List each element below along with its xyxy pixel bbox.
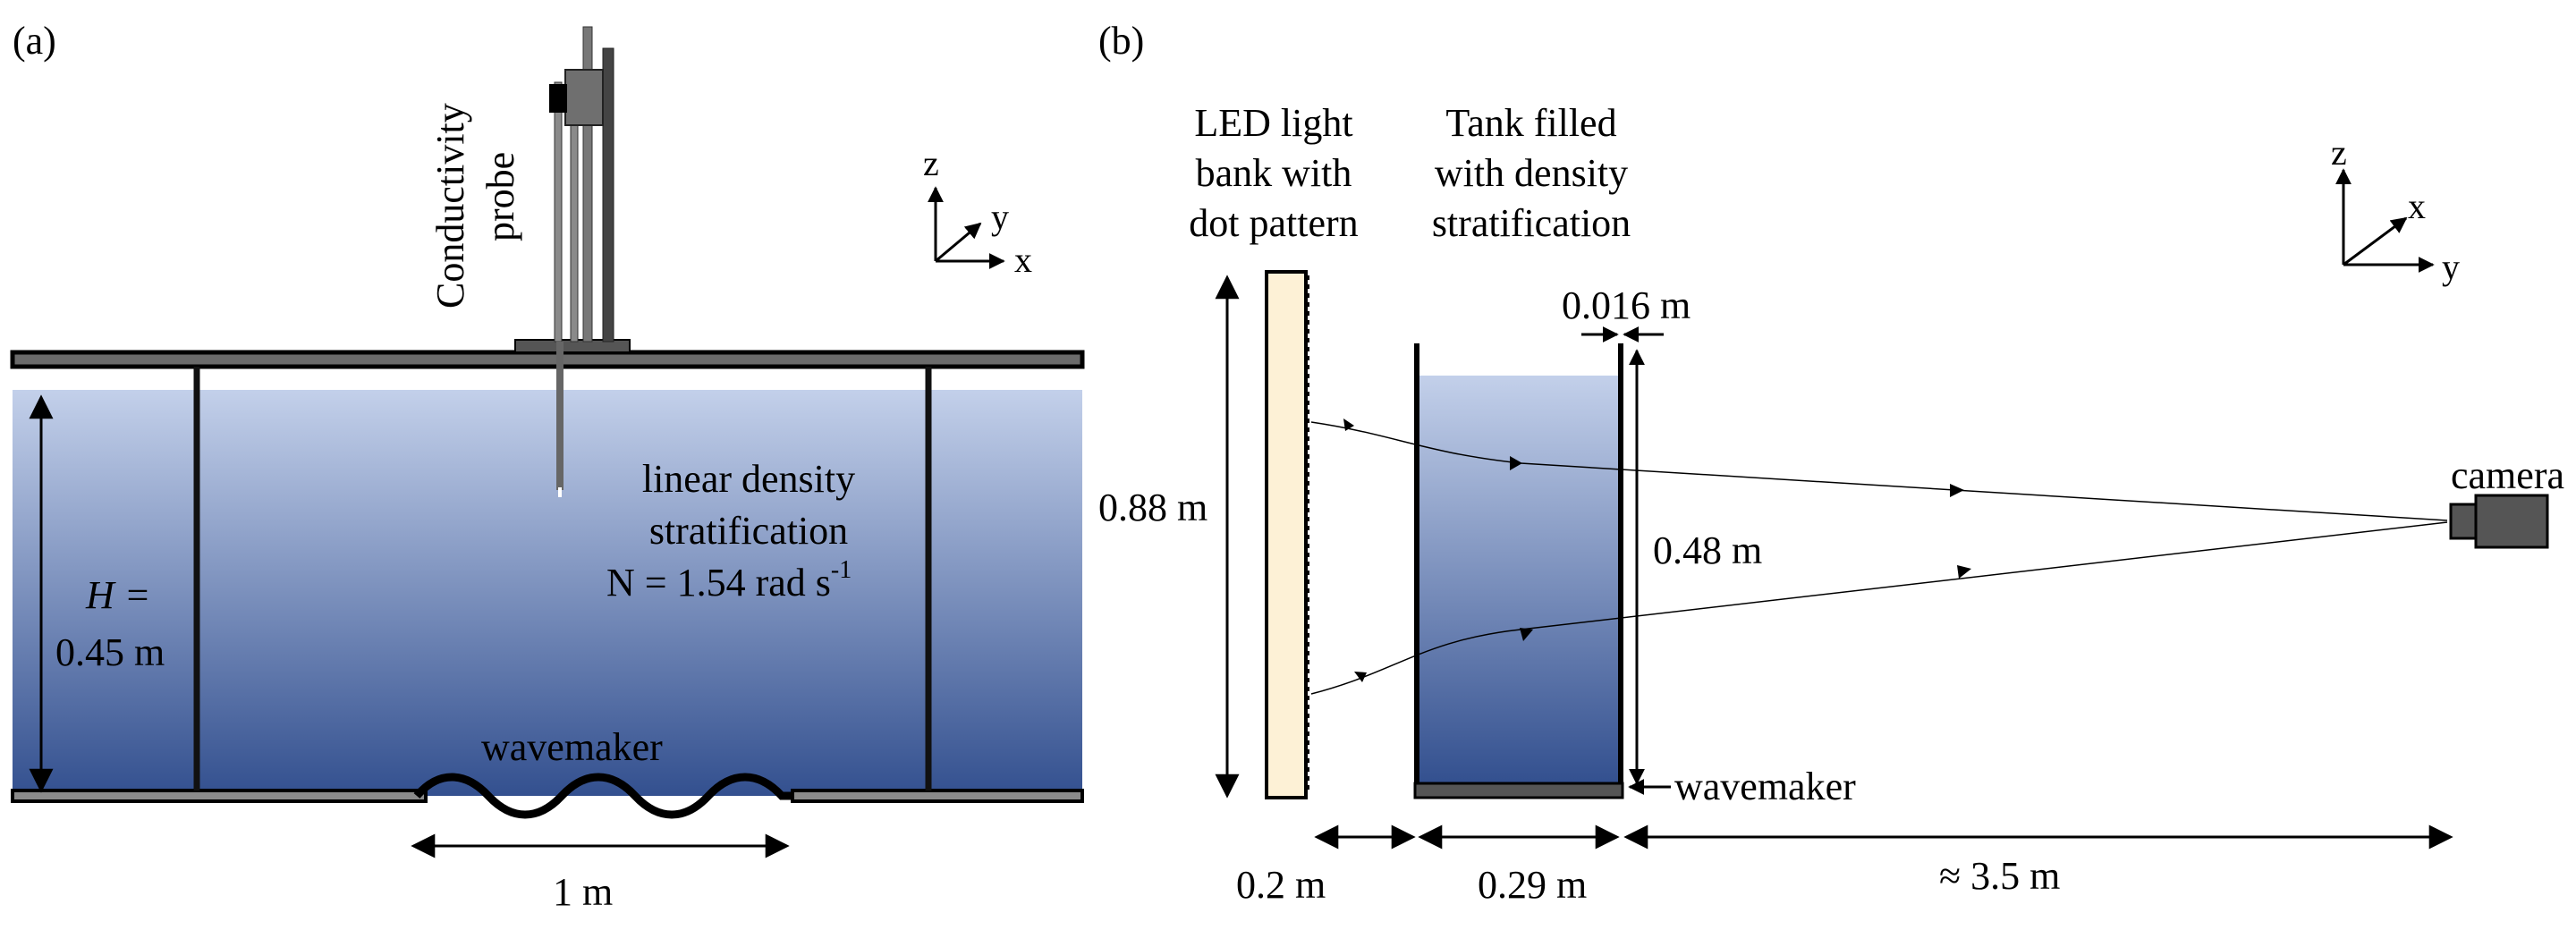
light-ray-lower (1310, 521, 2448, 695)
wavemaker-surface (413, 773, 792, 819)
led-light-bank (1265, 270, 1308, 799)
panel-a: (a) Conductivity probe (10, 19, 1085, 914)
camera-icon (2449, 494, 2549, 549)
axis-x-label-a: x (1014, 240, 1032, 280)
led-heading-line1: LED light (1194, 101, 1352, 145)
ray-arrowhead (1343, 418, 1354, 431)
ray-arrowhead (1957, 565, 1971, 579)
axis-z-label-b: z (2331, 132, 2347, 173)
conductivity-probe-assembly (514, 26, 631, 497)
probe-connector (549, 84, 567, 113)
probe-label-line2: probe (479, 152, 522, 241)
wavemaker-label-a: wavemaker (481, 725, 663, 769)
axis-x-label-b: x (2408, 186, 2426, 226)
ray-arrowhead (1510, 456, 1522, 470)
led-heading-line2: bank with (1196, 151, 1352, 195)
gap-led-tank-label: 0.2 m (1236, 863, 1326, 907)
axis-z-label-a: z (923, 143, 939, 183)
axes-triad-a: z y x (923, 143, 1032, 280)
top-rail (10, 350, 1085, 369)
tank-width-label: 0.29 m (1478, 863, 1587, 907)
ray-arrowhead (1950, 484, 1964, 497)
panel-b: (b) LED light bank with dot pattern Tank… (1098, 19, 2564, 907)
tank-water (1419, 376, 1619, 783)
probe-label-line1: Conductivity (428, 103, 472, 309)
panel-b-tag: (b) (1098, 19, 1144, 63)
wavemaker-width-label: 1 m (553, 870, 613, 914)
depth-label-line2: 0.45 m (55, 630, 165, 674)
strat-label-line2: stratification (649, 509, 848, 553)
axes-triad-b: z x y (2331, 132, 2460, 287)
ray-arrowhead (1354, 672, 1367, 682)
bottom-rail-left (11, 789, 428, 803)
camera-label: camera (2451, 453, 2564, 497)
stratified-water-body (13, 390, 1082, 796)
tank-heading-line3: stratification (1432, 201, 1631, 245)
bottom-rail-right (791, 789, 1084, 803)
led-height-label: 0.88 m (1098, 486, 1208, 529)
wall-gap-label: 0.016 m (1562, 283, 1690, 327)
water-depth-label: 0.48 m (1653, 528, 1762, 572)
wavemaker-label-b: wavemaker (1674, 765, 1856, 808)
camera-distance-label: ≈ 3.5 m (1939, 854, 2060, 898)
light-ray-upper (1310, 421, 2448, 521)
axis-y-label-a: y (991, 197, 1009, 237)
probe-clamp (564, 69, 604, 126)
ray-arrowhead (1520, 628, 1533, 641)
axis-y-label-b: y (2442, 247, 2460, 287)
depth-label-line1: H = (85, 573, 150, 617)
tank-heading-line1: Tank filled (1445, 101, 1616, 145)
led-heading-line3: dot pattern (1189, 201, 1358, 245)
strat-label-line1: linear density (642, 457, 855, 501)
panel-a-tag: (a) (13, 19, 56, 63)
tank-wavemaker-plate (1413, 782, 1624, 799)
strat-label-line3: N = 1.54 rad s-1 (606, 556, 852, 604)
tank-heading-line2: with density (1435, 151, 1628, 195)
